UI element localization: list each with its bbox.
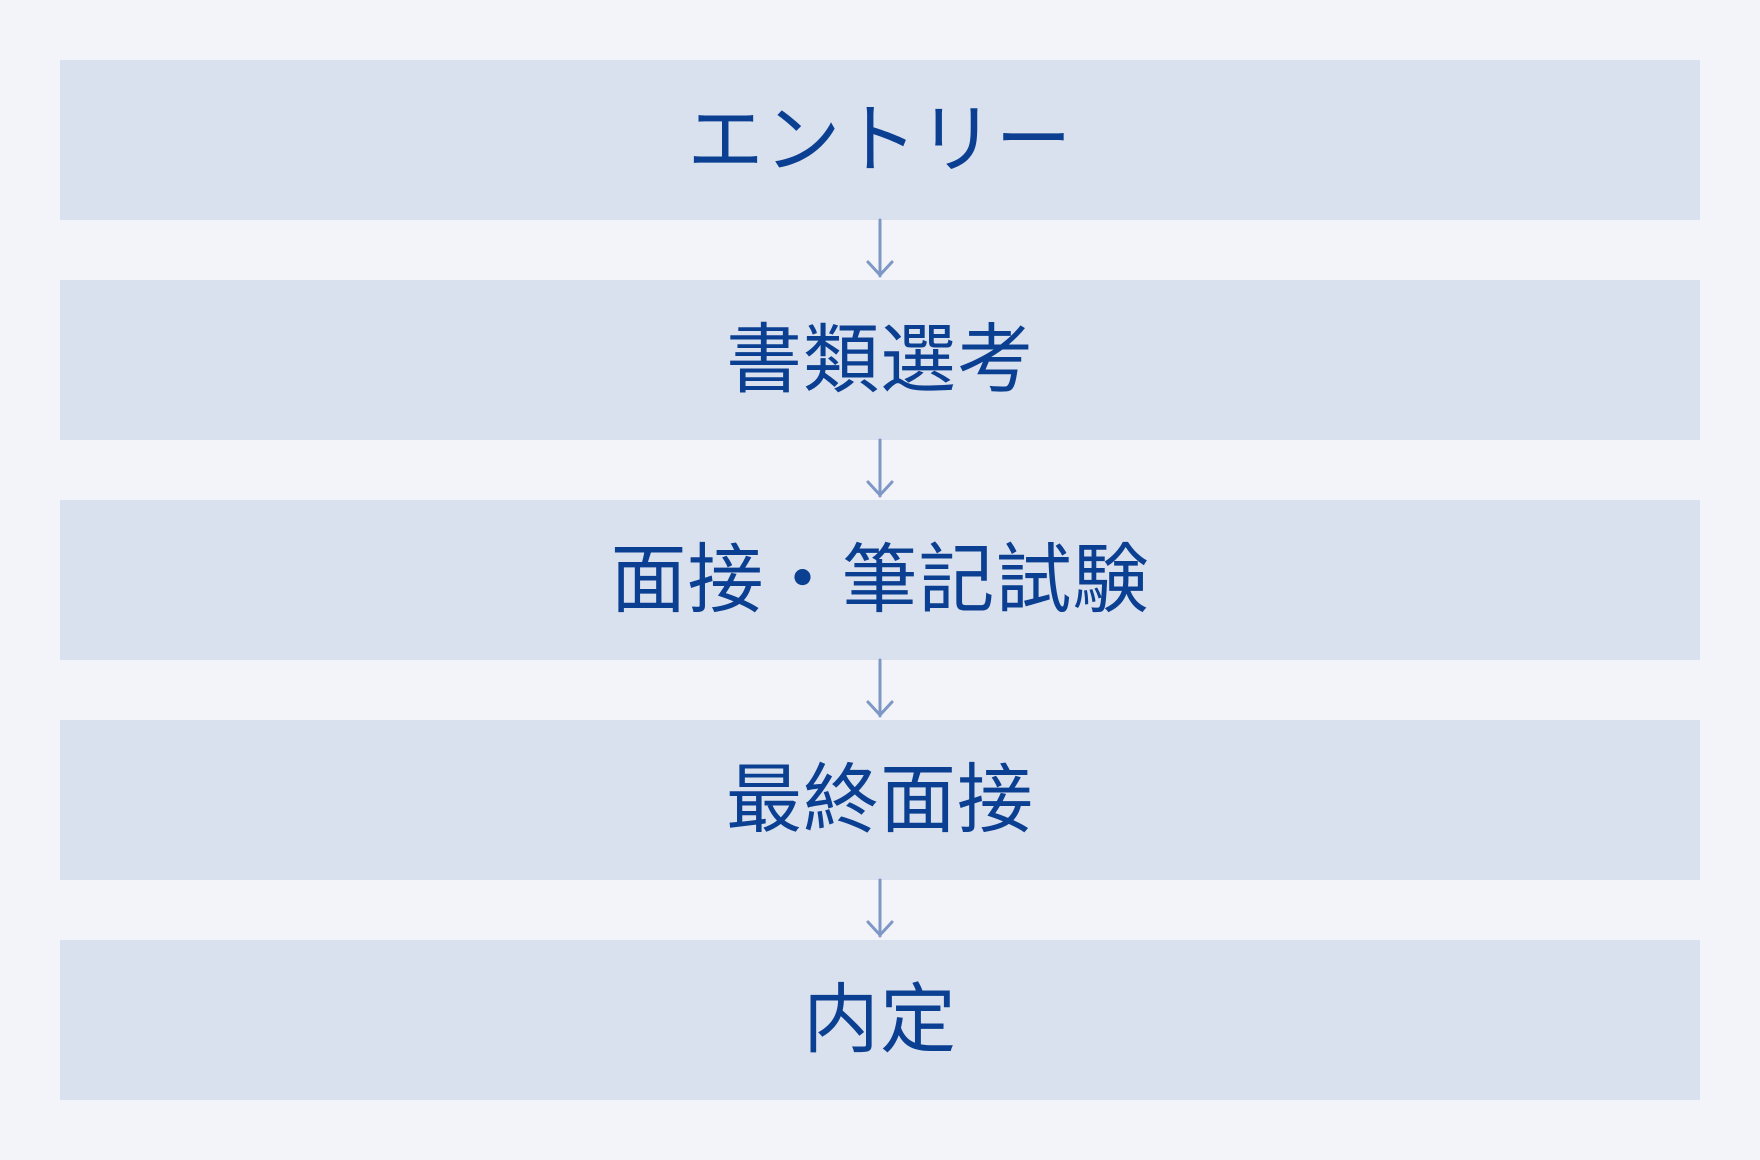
flow-step-5: 内定 [60, 940, 1700, 1100]
flow-connector-4 [60, 878, 1700, 940]
flow-connector-3 [60, 658, 1700, 720]
flow-step-label: 書類選考 [726, 315, 1034, 404]
flow-connector-1 [60, 218, 1700, 280]
arrow-down-icon [866, 658, 894, 718]
flow-step-label: 面接・筆記試験 [610, 535, 1150, 624]
arrow-down-icon [866, 218, 894, 278]
flow-step-label: 最終面接 [726, 755, 1034, 844]
flow-step-4: 最終面接 [60, 720, 1700, 880]
flow-step-3: 面接・筆記試験 [60, 500, 1700, 660]
flow-step-1: エントリー [60, 60, 1700, 220]
flow-step-2: 書類選考 [60, 280, 1700, 440]
flow-step-label: エントリー [687, 95, 1073, 184]
flow-connector-2 [60, 438, 1700, 500]
arrow-down-icon [866, 878, 894, 938]
arrow-down-icon [866, 438, 894, 498]
recruitment-flow: エントリー 書類選考 面接・筆記試験 最 [60, 60, 1700, 1100]
flow-step-label: 内定 [803, 975, 957, 1064]
